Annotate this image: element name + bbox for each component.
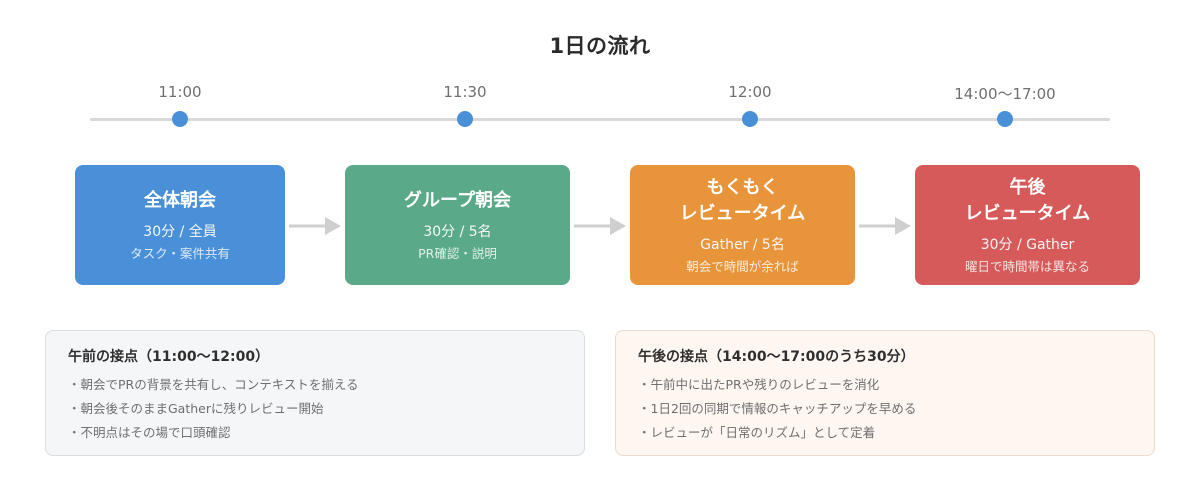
step-title: グループ朝会 — [404, 189, 511, 211]
morning-touchpoints-panel: 午前の接点（11:00〜12:00） ・朝会でPRの背景を共有し、コンテキストを… — [45, 330, 585, 456]
step-mokumoku-review: もくもく レビュータイム Gather / 5名 朝会で時間が余れば — [630, 165, 855, 285]
list-item: ・午前中に出たPRや残りのレビューを消化 — [638, 377, 880, 392]
list-item: ・朝会でPRの背景を共有し、コンテキストを揃える — [68, 377, 359, 392]
step-sub: 30分 / 全員 — [143, 223, 217, 240]
timeline-dot — [457, 111, 473, 127]
list-item: ・朝会後そのままGatherに残りレビュー開始 — [68, 401, 324, 416]
afternoon-touchpoints-panel: 午後の接点（14:00〜17:00のうち30分） ・午前中に出たPRや残りのレビ… — [615, 330, 1155, 456]
timeline-line — [90, 118, 1110, 121]
step-sub: 30分 / Gather — [980, 236, 1075, 253]
panel-title: 午後の接点（14:00〜17:00のうち30分） — [638, 349, 915, 365]
time-label-12-00: 12:00 — [728, 83, 772, 101]
panel-title: 午前の接点（11:00〜12:00） — [68, 349, 270, 365]
list-item: ・1日2回の同期で情報のキャッチアップを早める — [638, 401, 917, 416]
step-title: 全体朝会 — [144, 189, 216, 211]
page-title: 1日の流れ — [549, 34, 651, 58]
timeline-dot — [997, 111, 1013, 127]
step-note: 朝会で時間が余れば — [686, 258, 799, 274]
timeline-dot — [742, 111, 758, 127]
step-title: もくもく レビュータイム — [679, 176, 806, 224]
step-all-hands: 全体朝会 30分 / 全員 タスク・案件共有 — [75, 165, 285, 285]
time-label-afternoon: 14:00〜17:00 — [954, 85, 1056, 103]
step-sub: 30分 / 5名 — [423, 223, 492, 240]
step-sub: Gather / 5名 — [700, 236, 785, 253]
step-note: 曜日で時間帯は異なる — [964, 258, 1090, 274]
arrow-right-icon — [574, 217, 626, 235]
list-item: ・レビューが「日常のリズム」として定着 — [638, 425, 876, 440]
step-title: 午後 レビュータイム — [964, 176, 1091, 224]
step-afternoon-review: 午後 レビュータイム 30分 / Gather 曜日で時間帯は異なる — [915, 165, 1140, 285]
list-item: ・不明点はその場で口頭確認 — [68, 425, 231, 440]
arrow-right-icon — [289, 217, 341, 235]
step-note: PR確認・説明 — [418, 245, 497, 261]
time-label-11-30: 11:30 — [443, 83, 487, 101]
step-note: タスク・案件共有 — [130, 245, 230, 261]
arrow-right-icon — [859, 217, 911, 235]
time-label-11-00: 11:00 — [158, 83, 202, 101]
timeline-dot — [172, 111, 188, 127]
step-group-meeting: グループ朝会 30分 / 5名 PR確認・説明 — [345, 165, 570, 285]
